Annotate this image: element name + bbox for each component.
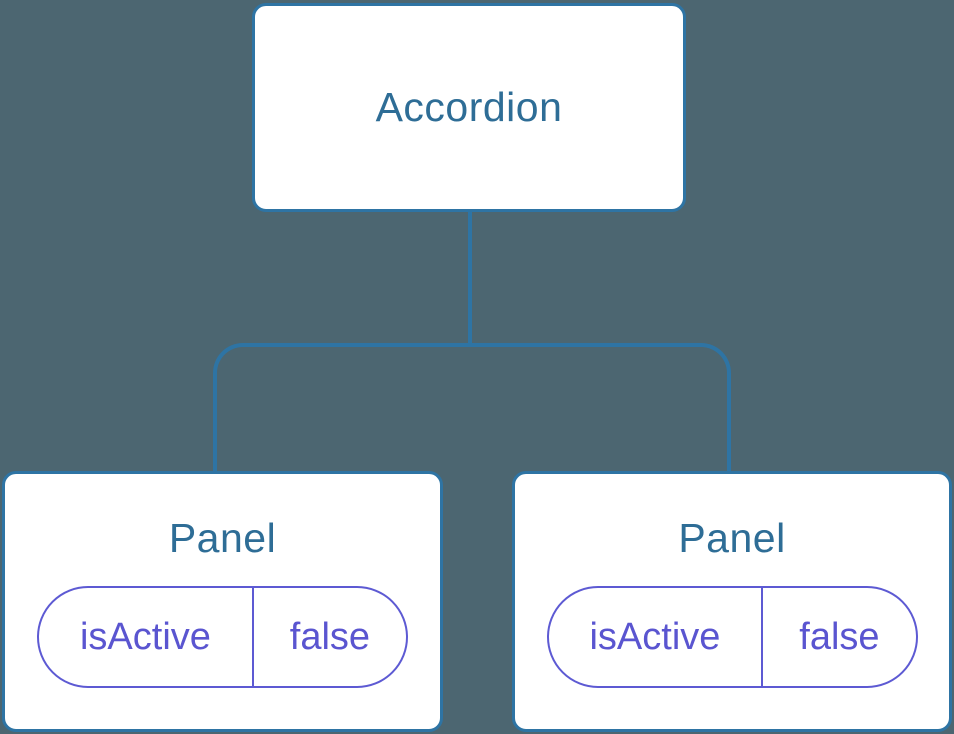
panel-node-label: Panel (678, 515, 786, 561)
accordion-node-label: Accordion (375, 84, 563, 130)
tree-connector-bracket (213, 343, 731, 472)
state-value: false (289, 615, 371, 658)
accordion-node: Accordion (252, 3, 686, 212)
state-pill: isActive false (546, 586, 918, 689)
state-key: isActive (549, 588, 764, 687)
panel-node-label: Panel (168, 515, 277, 561)
panel-node-right: Panel isActive false (512, 471, 952, 732)
tree-connector-stem (468, 212, 472, 345)
state-key: isActive (39, 588, 254, 687)
state-value: false (799, 615, 880, 658)
panel-node-left: Panel isActive false (2, 471, 443, 732)
state-pill: isActive false (37, 586, 408, 689)
